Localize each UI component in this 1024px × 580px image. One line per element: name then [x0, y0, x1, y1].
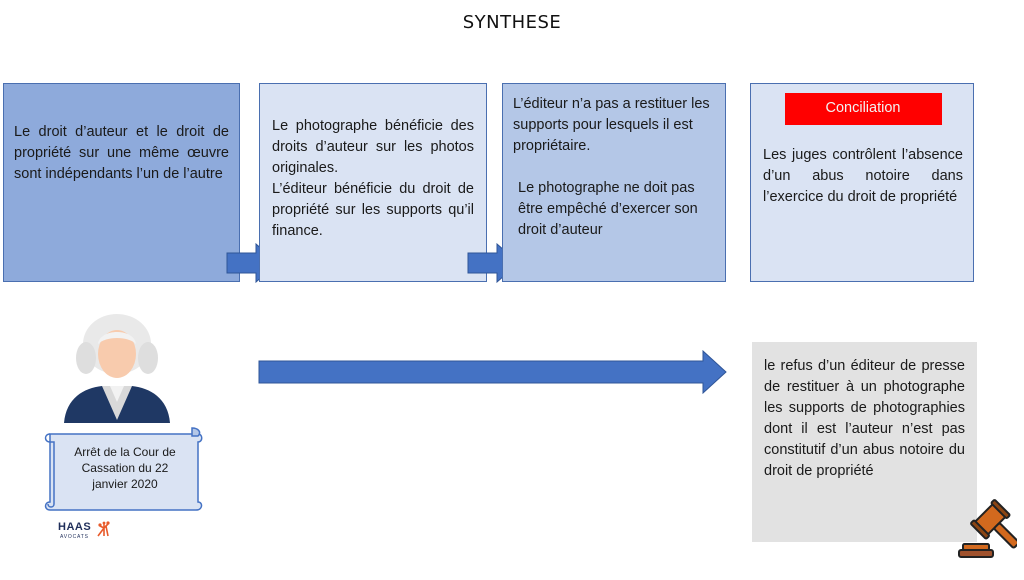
long-right-arrow-icon: [258, 350, 727, 394]
scroll-line-1: Arrêt de la Cour de: [74, 445, 176, 459]
box-conciliation: Conciliation Les juges contrôlent l’abse…: [750, 83, 974, 282]
scroll-line-3: janvier 2020: [92, 477, 158, 491]
box-conclusion: le refus d’un éditeur de presse de resti…: [752, 342, 977, 542]
gavel-icon: [958, 499, 1017, 558]
box-conciliation-text: Les juges contrôlent l’absence d’un abus…: [763, 147, 963, 205]
box-obligations-text-1: L’éditeur n’a pas a restituer les suppor…: [513, 96, 710, 154]
scroll-line-2: Cassation du 22: [81, 461, 169, 475]
box-independence: Le droit d’auteur et le droit de proprié…: [3, 83, 240, 282]
logo-sub: AVOCATS: [60, 534, 89, 540]
box-independence-text: Le droit d’auteur et le droit de proprié…: [14, 124, 229, 182]
box-rights-text-2: L’éditeur bénéficie du droit de propriét…: [272, 181, 474, 239]
page-title: SYNTHESE: [462, 12, 562, 33]
scroll-icon: [44, 427, 203, 511]
conciliation-badge: Conciliation: [784, 93, 942, 125]
logo-name: HAAS: [58, 521, 92, 533]
box-rights-text-1: Le photographe bénéficie des droits d’au…: [272, 118, 474, 176]
box-obligations-text-2: Le photographe ne doit pas être empêché …: [518, 180, 698, 238]
box-conclusion-text: le refus d’un éditeur de presse de resti…: [764, 358, 965, 479]
logo-icon: [97, 521, 110, 537]
judge-icon: [64, 314, 170, 423]
box-rights: Le photographe bénéficie des droits d’au…: [259, 83, 487, 282]
scroll-text: Arrêt de la Cour de Cassation du 22 janv…: [56, 444, 194, 492]
box-obligations: L’éditeur n’a pas a restituer les suppor…: [502, 83, 726, 282]
